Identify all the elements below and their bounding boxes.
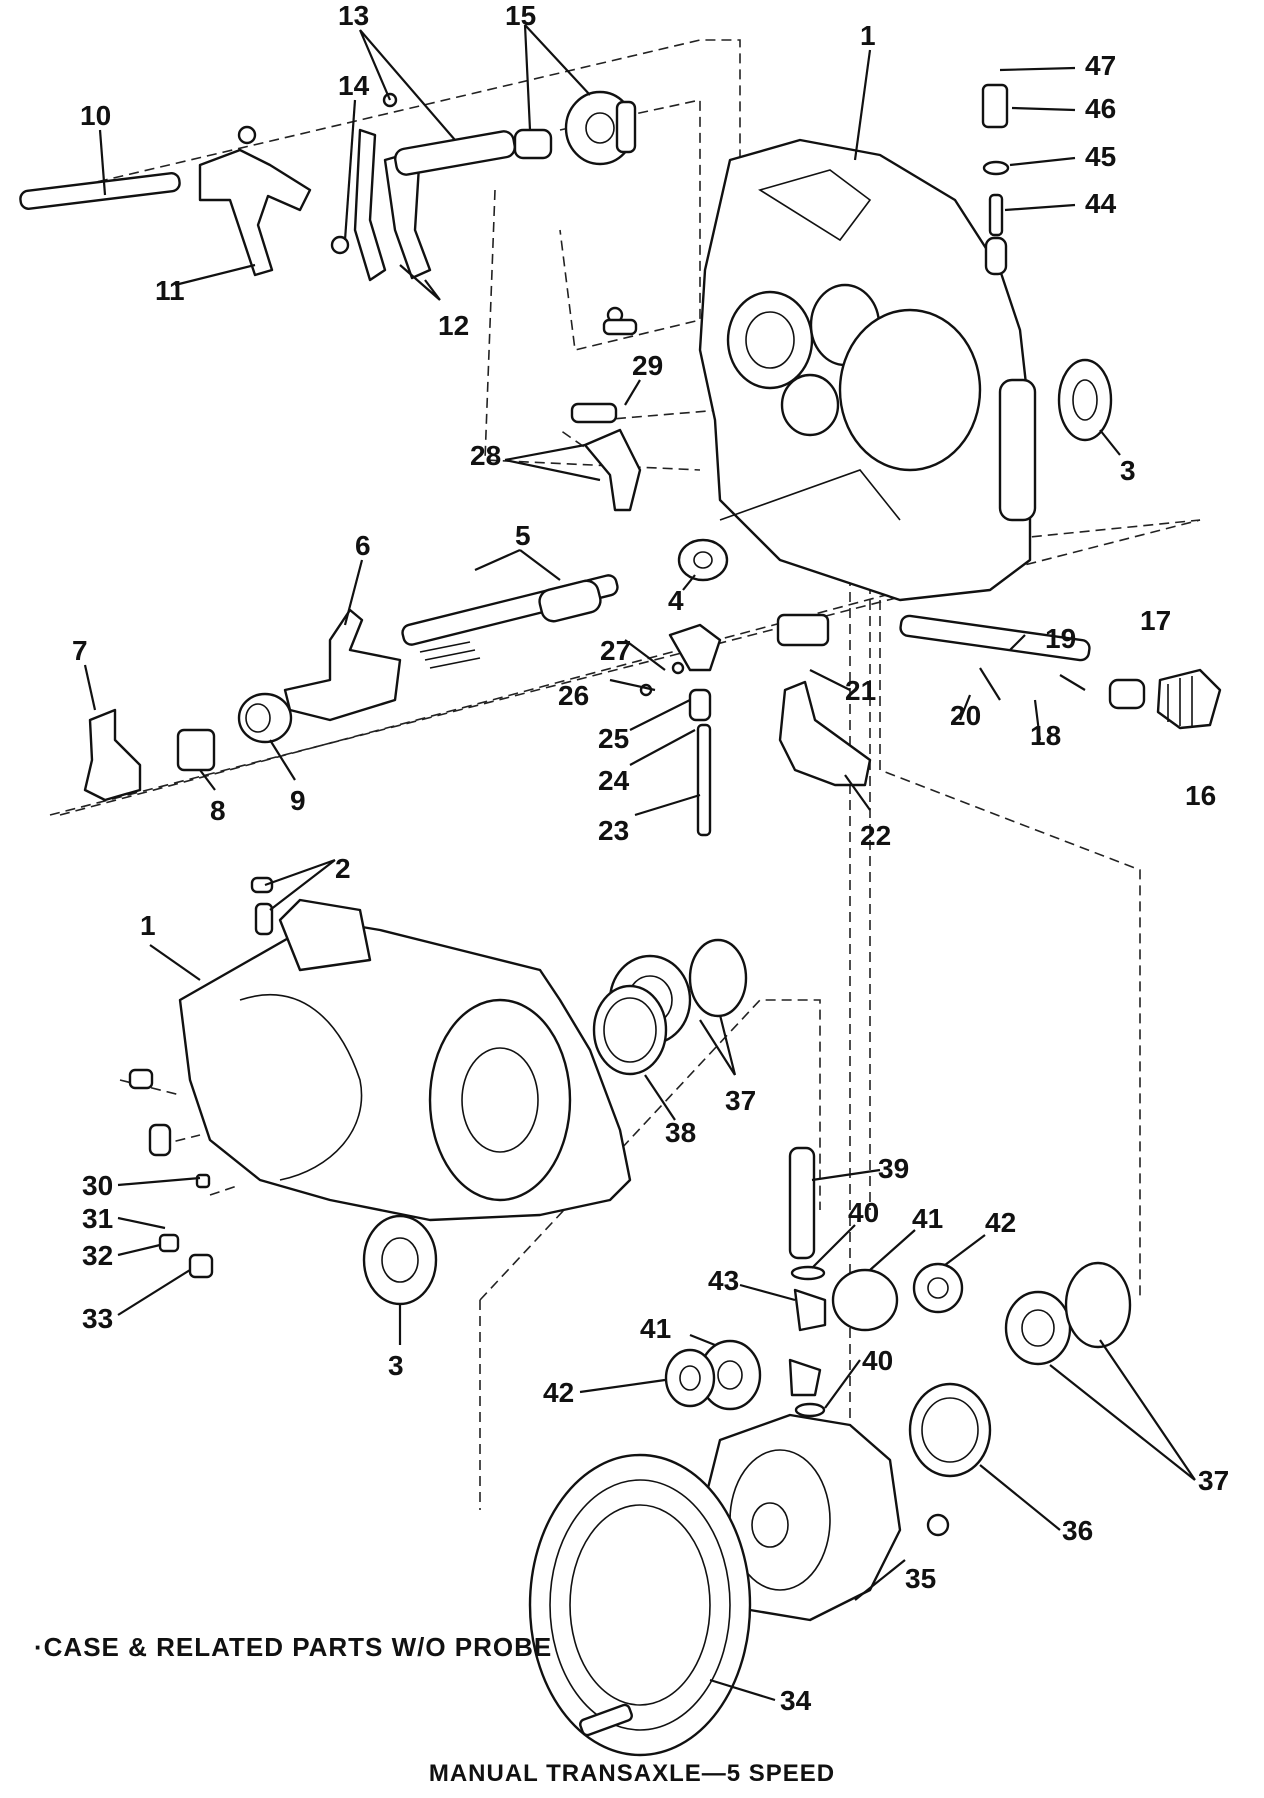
shift-fork-6 [283, 608, 402, 722]
callout-36: 36 [1062, 1515, 1093, 1546]
callout-14: 14 [338, 70, 370, 101]
callout-18: 18 [1030, 720, 1061, 751]
callout-6: 6 [355, 530, 371, 561]
boot-16 [1156, 668, 1222, 730]
callout-29: 29 [632, 350, 663, 381]
callout-9: 9 [290, 785, 306, 816]
dowels-2 [250, 876, 274, 936]
bushing-17 [1108, 678, 1146, 710]
callout-labels: 1 47 46 45 44 3 13 14 15 10 11 12 29 28 … [72, 0, 1229, 1716]
plugs-30-33 [128, 1068, 214, 1279]
callout-37-upper: 37 [725, 1085, 756, 1116]
callout-11: 11 [155, 275, 185, 306]
shift-fork-7 [83, 708, 142, 802]
callout-16: 16 [1185, 780, 1216, 811]
callout-23: 23 [598, 815, 629, 846]
callout-41-lower: 41 [640, 1313, 671, 1344]
callout-32: 32 [82, 1240, 113, 1271]
diagram-subtitle: ·CASE & RELATED PARTS W/O PROBE [34, 1632, 553, 1662]
callout-26: 26 [558, 680, 589, 711]
gear-36 [908, 1382, 992, 1478]
driven-gear-15 [513, 90, 637, 166]
callout-1-upper: 1 [860, 20, 876, 51]
callout-3-upper: 3 [1120, 455, 1136, 486]
callout-42-upper: 42 [985, 1207, 1016, 1238]
callout-42-lower: 42 [543, 1377, 574, 1408]
callout-1-lower: 1 [140, 910, 156, 941]
nut-35 [926, 1513, 950, 1537]
callout-28: 28 [470, 440, 501, 471]
diagram-title: MANUAL TRANSAXLE—5 SPEED [428, 1760, 836, 1787]
block-8 [176, 728, 216, 772]
transaxle-case-1 [178, 898, 632, 1222]
seal-3-upper [1057, 358, 1113, 442]
callout-38: 38 [665, 1117, 696, 1148]
callout-39: 39 [878, 1153, 909, 1184]
callout-2: 2 [335, 853, 351, 884]
callout-4: 4 [668, 585, 684, 616]
collar-9 [237, 692, 293, 744]
clutch-housing-1 [698, 138, 1037, 602]
bearing-37-lower [1004, 1261, 1132, 1366]
callout-25: 25 [598, 723, 629, 754]
callout-22: 22 [860, 820, 891, 851]
shift-rail-5 [401, 574, 619, 669]
pinion-shaft-39 [788, 1146, 816, 1260]
callout-10: 10 [80, 100, 111, 131]
callout-7: 7 [72, 635, 88, 666]
callout-15: 15 [505, 0, 536, 31]
callout-43: 43 [708, 1265, 739, 1296]
callout-3-lower: 3 [388, 1350, 404, 1381]
shift-fork-11 [198, 125, 312, 277]
callout-13: 13 [338, 0, 369, 31]
leader-lines [83, 24, 1196, 1702]
callout-40-upper: 40 [848, 1197, 879, 1228]
callout-47: 47 [1085, 50, 1116, 81]
callout-5: 5 [515, 520, 531, 551]
callout-24: 24 [598, 765, 630, 796]
callout-31: 31 [82, 1203, 113, 1234]
callout-40-lower: 40 [862, 1345, 893, 1376]
callout-19: 19 [1045, 623, 1076, 654]
bearing-4 [677, 538, 729, 582]
callout-20: 20 [950, 700, 981, 731]
callout-46: 46 [1085, 93, 1116, 124]
seal-3-lower [362, 1214, 438, 1306]
gears-40-43 [664, 1262, 964, 1418]
callout-30: 30 [82, 1170, 113, 1201]
callout-35: 35 [905, 1563, 936, 1594]
callout-34: 34 [780, 1685, 812, 1716]
callout-8: 8 [210, 795, 226, 826]
callout-17: 17 [1140, 605, 1171, 636]
shift-levers-12 [330, 128, 432, 282]
callout-21: 21 [845, 675, 876, 706]
callout-33: 33 [82, 1303, 113, 1334]
shift-rail-10 [19, 172, 181, 210]
seal-38 [592, 984, 668, 1076]
shaft-18-20 [899, 614, 1091, 662]
callout-41-upper: 41 [912, 1203, 943, 1234]
bolt-34 [579, 1703, 633, 1737]
callout-27: 27 [600, 635, 631, 666]
callout-37-lower: 37 [1198, 1465, 1229, 1496]
bracket-22 [778, 680, 872, 787]
callout-12: 12 [438, 310, 469, 341]
ring-gear-34 [528, 1453, 752, 1757]
speedometer-gear-44-47 [981, 83, 1010, 276]
selector-parts-21-27 [639, 613, 830, 837]
callout-44: 44 [1085, 188, 1117, 219]
small-parts-28-29 [570, 306, 642, 512]
callout-45: 45 [1085, 141, 1116, 172]
